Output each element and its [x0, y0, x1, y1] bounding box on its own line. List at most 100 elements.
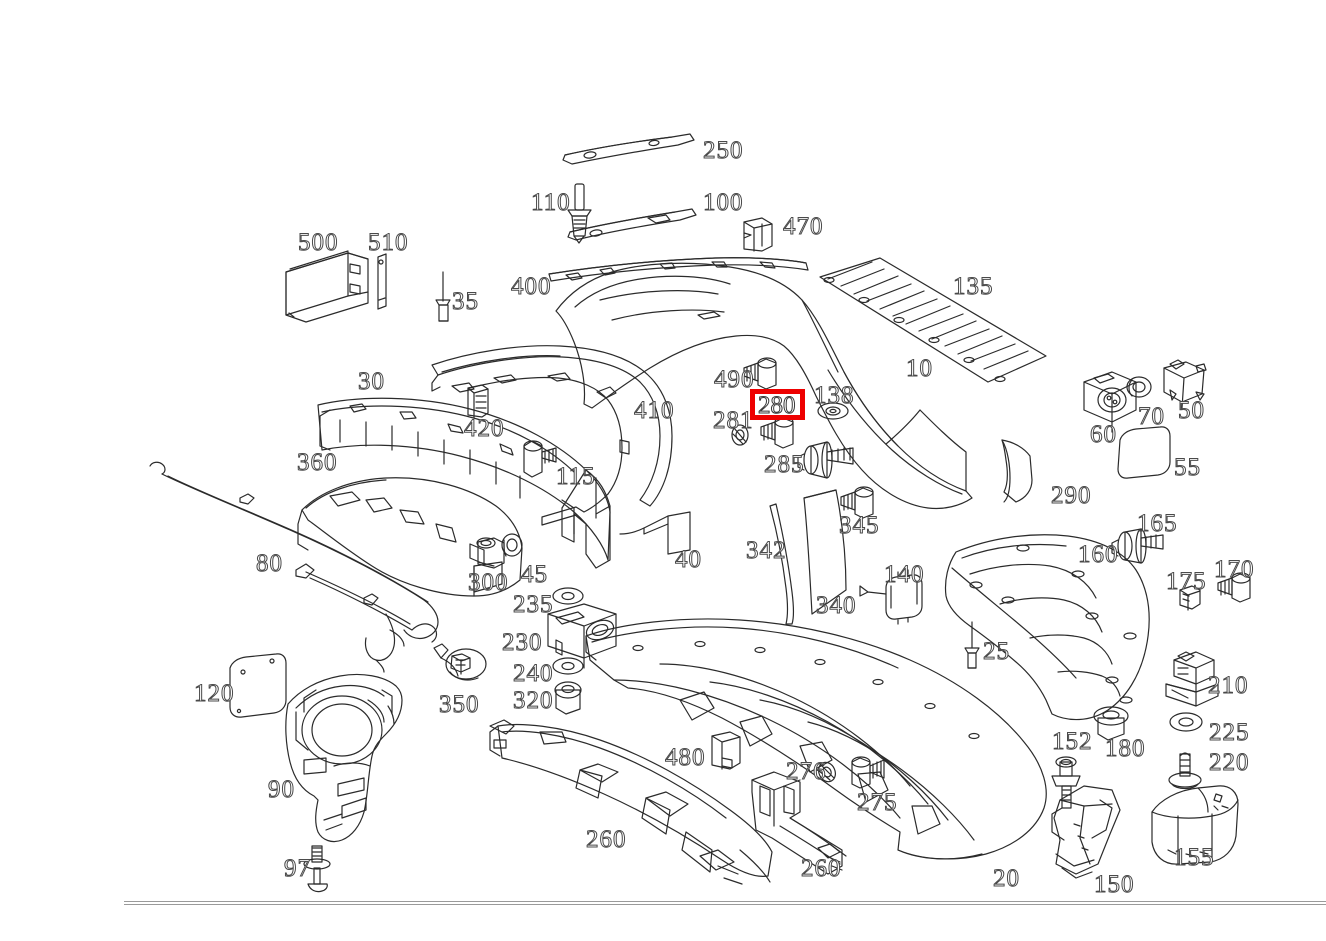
part-300-grommet [476, 537, 505, 569]
callout-20: 20 [993, 865, 1020, 892]
part-45-bushing [501, 533, 523, 557]
part-285-rivet [797, 441, 854, 479]
callout-110: 110 [531, 189, 571, 216]
callout-210: 210 [1208, 672, 1249, 699]
callout-50: 50 [1178, 397, 1205, 424]
callout-35: 35 [452, 288, 479, 315]
part-180-grommet [1093, 706, 1129, 741]
part-170-bolt [1217, 572, 1251, 603]
callout-260: 260 [586, 826, 627, 853]
callout-290: 290 [1051, 482, 1092, 509]
callout-342: 342 [746, 537, 787, 564]
callout-120: 120 [194, 680, 235, 707]
callout-360: 360 [297, 449, 338, 476]
part-165-bolt [1111, 528, 1164, 564]
part-490-bolt [743, 357, 777, 390]
part-90-support-frame [285, 673, 403, 843]
part-40-bracket-tab [619, 511, 691, 555]
callout-80: 80 [256, 550, 283, 577]
part-135-grille-strip [819, 257, 1047, 383]
callout-97: 97 [284, 855, 311, 882]
part-25-pin [964, 621, 980, 669]
callout-276: 276 [786, 758, 827, 785]
part-260-bracket-right [751, 771, 847, 875]
part-10-bumper-cover [555, 262, 973, 510]
callout-340: 340 [816, 592, 857, 619]
callout-345: 345 [839, 512, 880, 539]
callout-281: 281 [713, 407, 754, 434]
callout-60: 60 [1090, 421, 1117, 448]
callout-490: 490 [714, 366, 755, 393]
callout-250: 250 [703, 137, 744, 164]
part-140-clip [859, 569, 923, 625]
callout-25: 25 [983, 638, 1010, 665]
callout-320: 320 [513, 687, 554, 714]
callout-230: 230 [502, 629, 543, 656]
callout-140: 140 [884, 561, 925, 588]
footer-rule [124, 901, 1326, 905]
part-281-washer [731, 424, 749, 446]
part-175-clip [1179, 585, 1201, 611]
callout-30: 30 [358, 368, 385, 395]
callout-100: 100 [703, 189, 744, 216]
part-345-bolt [840, 486, 874, 519]
part-110-push-rivet [567, 183, 592, 244]
part-410-bracket-frame [431, 345, 673, 526]
part-360-absorber [297, 477, 523, 597]
callout-410: 410 [634, 397, 675, 424]
callout-350: 350 [439, 691, 480, 718]
callout-155: 155 [1174, 844, 1215, 871]
callout-150: 150 [1094, 871, 1135, 898]
callout-235: 235 [513, 591, 554, 618]
callout-470: 470 [783, 213, 824, 240]
part-35-pin [435, 271, 451, 322]
callout-10: 10 [906, 355, 933, 382]
part-500-module [285, 250, 369, 323]
callout-138: 138 [814, 382, 855, 409]
callout-285: 285 [764, 451, 805, 478]
callout-180: 180 [1105, 735, 1146, 762]
part-115-bolt [523, 440, 557, 478]
part-320-spacer [554, 681, 582, 715]
part-280-bolt [760, 416, 794, 449]
callout-300: 300 [468, 569, 509, 596]
callout-420: 420 [464, 415, 505, 442]
part-155-bracket [1151, 785, 1239, 865]
part-510-bracket [377, 253, 387, 310]
callout-400: 400 [511, 273, 552, 300]
part-97-rivet [303, 845, 331, 893]
part-240-washer [552, 657, 584, 675]
part-235-washer [552, 587, 584, 605]
callout-70: 70 [1138, 403, 1165, 430]
highlight-label-280: 280 [758, 392, 796, 420]
callout-160: 160 [1078, 541, 1119, 568]
callout-225: 225 [1209, 719, 1250, 746]
part-225-washer [1169, 712, 1203, 732]
callout-500: 500 [298, 229, 339, 256]
part-276-washer [817, 761, 836, 783]
part-60-sensor [1083, 371, 1137, 433]
callout-90: 90 [268, 776, 295, 803]
part-342-trim [769, 503, 795, 625]
part-100-trim-strip [567, 208, 697, 241]
part-120-cover-plate [229, 653, 287, 718]
part-480-clip [711, 731, 741, 770]
callout-170: 170 [1214, 556, 1255, 583]
part-260-carrier-rail [489, 719, 773, 885]
part-275-bolt [851, 756, 885, 789]
callout-152: 152 [1052, 728, 1093, 755]
part-150-bracket [1051, 785, 1121, 879]
part-230-bracket [547, 603, 617, 669]
part-340-panel [803, 489, 847, 615]
callout-45: 45 [521, 561, 548, 588]
callout-175: 175 [1166, 568, 1207, 595]
callout-510: 510 [368, 229, 409, 256]
callout-480: 480 [665, 744, 706, 771]
part-350-fastener [433, 643, 487, 681]
callout-135: 135 [953, 273, 994, 300]
part-420-clip [467, 384, 489, 419]
part-20-rear-valance [585, 618, 1047, 860]
part-470-clip [743, 217, 773, 252]
